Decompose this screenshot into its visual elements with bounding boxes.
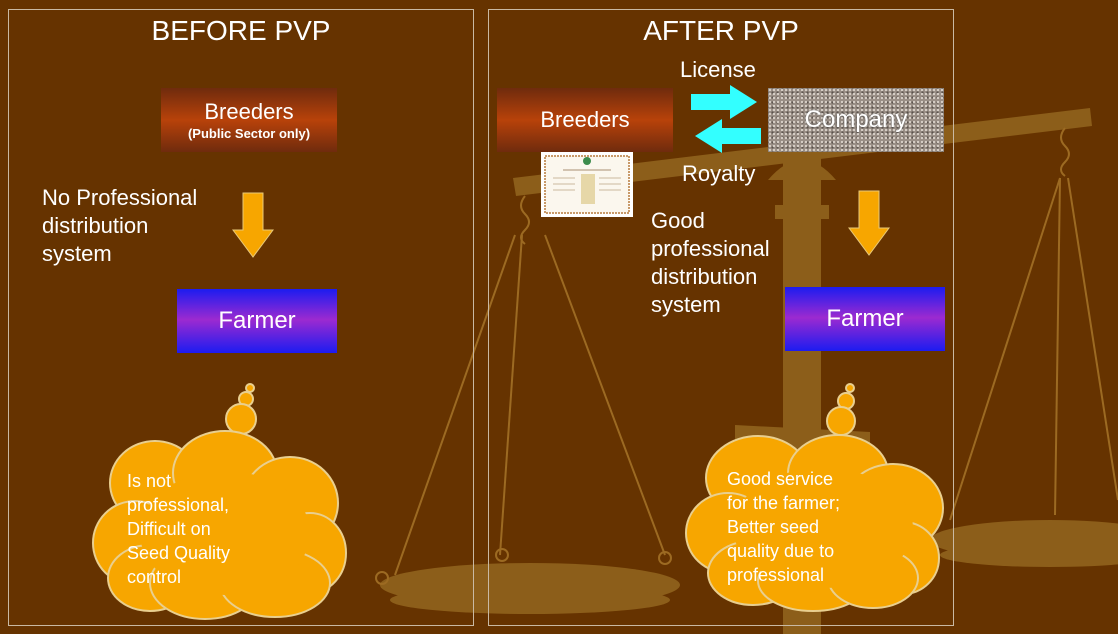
before-cloud-line: Is not (127, 471, 172, 491)
certificate-icon (541, 152, 633, 217)
after-distribution-line: system (651, 292, 721, 317)
license-label: License (680, 57, 756, 82)
after-pvp-title: AFTER PVP (643, 15, 799, 46)
after-distribution-line: Good (651, 208, 705, 233)
after-breeders-label: Breeders (540, 107, 630, 132)
after-farmer-label: Farmer (826, 305, 904, 332)
after-breeders-box: Breeders (497, 88, 673, 152)
after-cloud-line: professional (727, 565, 825, 585)
before-distribution-line: No Professional (42, 185, 198, 210)
before-distribution-line: system (42, 241, 112, 266)
before-breeders-sublabel: (Public Sector only) (187, 125, 311, 141)
royalty-label: Royalty (682, 161, 756, 186)
thought-cloud-icon (685, 383, 944, 612)
after-cloud-line: Better seed (727, 517, 820, 537)
before-pvp-panel (8, 9, 474, 626)
arrow-down-icon (848, 190, 890, 256)
after-cloud-line: for the farmer; (727, 493, 841, 513)
before-farmer-label: Farmer (218, 307, 296, 334)
before-farmer-box: Farmer (177, 289, 337, 353)
after-pvp-panel (488, 9, 954, 626)
after-distribution-line: distribution (651, 264, 758, 289)
before-breeders-box: Breeders (Public Sector only) (161, 88, 337, 152)
before-cloud-line: Difficult on (127, 519, 211, 539)
arrow-left-icon (695, 119, 761, 153)
before-cloud-line: control (127, 567, 182, 587)
arrow-right-icon (691, 85, 757, 119)
before-distribution-line: distribution (42, 213, 149, 238)
before-cloud-line: Seed Quality (127, 543, 231, 563)
company-label: Company (804, 106, 908, 133)
after-farmer-box: Farmer (785, 287, 945, 351)
before-breeders-label: Breeders (204, 98, 294, 124)
company-box: Company (768, 88, 944, 152)
before-cloud-line: professional, (127, 495, 230, 515)
arrow-down-icon (232, 192, 274, 258)
after-cloud-line: quality due to (727, 541, 835, 561)
after-cloud-line: Good service (727, 469, 834, 489)
before-pvp-title: BEFORE PVP (151, 15, 331, 46)
after-distribution-line: professional (651, 236, 770, 261)
thought-cloud-icon (92, 383, 347, 620)
